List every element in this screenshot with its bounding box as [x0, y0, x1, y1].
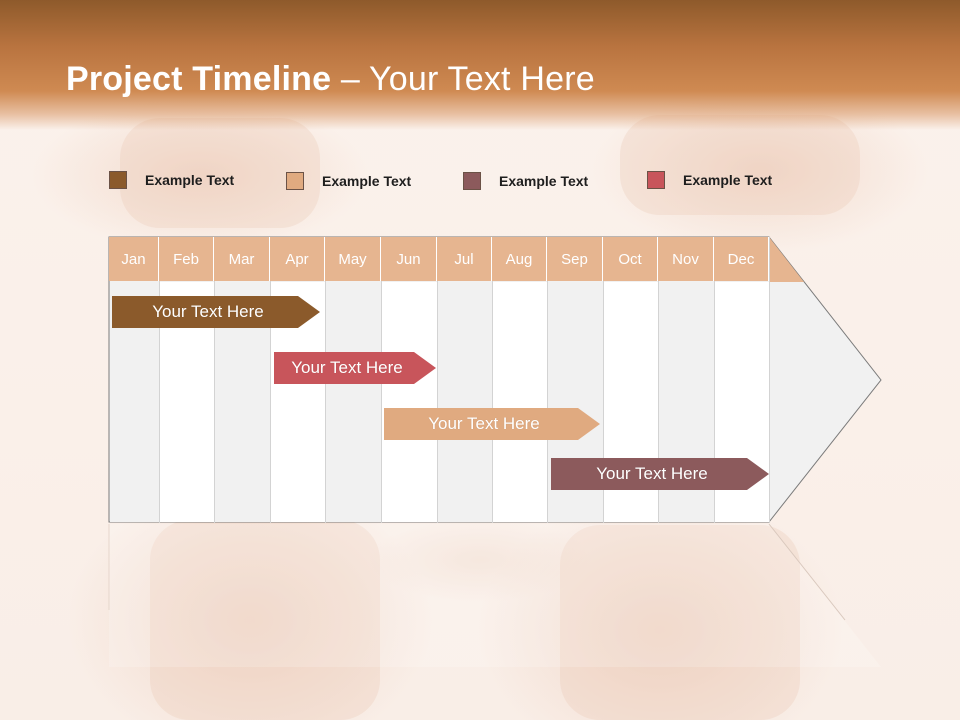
task-label: Your Text Here — [428, 414, 540, 433]
legend-item: Example Text — [647, 170, 772, 190]
month-header: Feb — [159, 237, 214, 281]
month-column — [382, 282, 437, 522]
month-header: Dec — [714, 237, 769, 281]
legend-swatch — [463, 172, 481, 190]
legend-swatch — [647, 171, 665, 189]
month-column — [493, 282, 547, 522]
task-bar: Your Text Here — [274, 352, 436, 384]
timeline-reflection — [109, 524, 881, 667]
month-column — [438, 282, 492, 522]
task-label: Your Text Here — [291, 358, 403, 377]
task-label: Your Text Here — [596, 464, 708, 483]
month-divider — [492, 237, 493, 523]
month-column — [326, 282, 381, 522]
month-header: Apr — [270, 237, 325, 281]
legend-label: Example Text — [322, 173, 412, 189]
month-divider — [714, 237, 715, 523]
month-divider — [159, 237, 160, 523]
month-divider — [658, 237, 659, 523]
legend-label: Example Text — [499, 173, 589, 189]
legend-swatch — [286, 172, 304, 190]
month-header: Jul — [437, 237, 492, 281]
month-header: May — [325, 237, 381, 281]
hand-shape — [150, 520, 380, 720]
month-header: Jun — [381, 237, 437, 281]
month-header: Sep — [547, 237, 603, 281]
header-band — [0, 0, 960, 130]
hand-shape — [620, 115, 860, 215]
hand-shape — [560, 525, 800, 720]
legend-item: Example Text — [463, 171, 588, 191]
month-header: Jan — [109, 237, 159, 281]
month-divider — [214, 237, 215, 523]
month-divider — [547, 237, 548, 523]
page-title: Project Timeline – Your Text Here — [66, 60, 595, 98]
legend-swatch — [109, 171, 127, 189]
task-label: Your Text Here — [152, 302, 264, 321]
task-bar: Your Text Here — [551, 458, 769, 490]
month-divider — [270, 237, 271, 523]
month-header: Oct — [603, 237, 658, 281]
timeline-arrow-header-tip — [769, 237, 804, 282]
month-header: Nov — [658, 237, 714, 281]
month-divider — [769, 237, 770, 523]
legend-item: Example Text — [286, 171, 411, 191]
legend-label: Example Text — [145, 172, 235, 188]
legend-item: Example Text — [109, 170, 234, 190]
month-header: Mar — [214, 237, 270, 281]
month-divider — [603, 237, 604, 523]
month-header: Aug — [492, 237, 547, 281]
timeline-reflection-line — [768, 523, 846, 621]
legend-label: Example Text — [683, 172, 773, 188]
task-bar: Your Text Here — [112, 296, 320, 328]
task-bar: Your Text Here — [384, 408, 600, 440]
month-divider — [437, 237, 438, 523]
